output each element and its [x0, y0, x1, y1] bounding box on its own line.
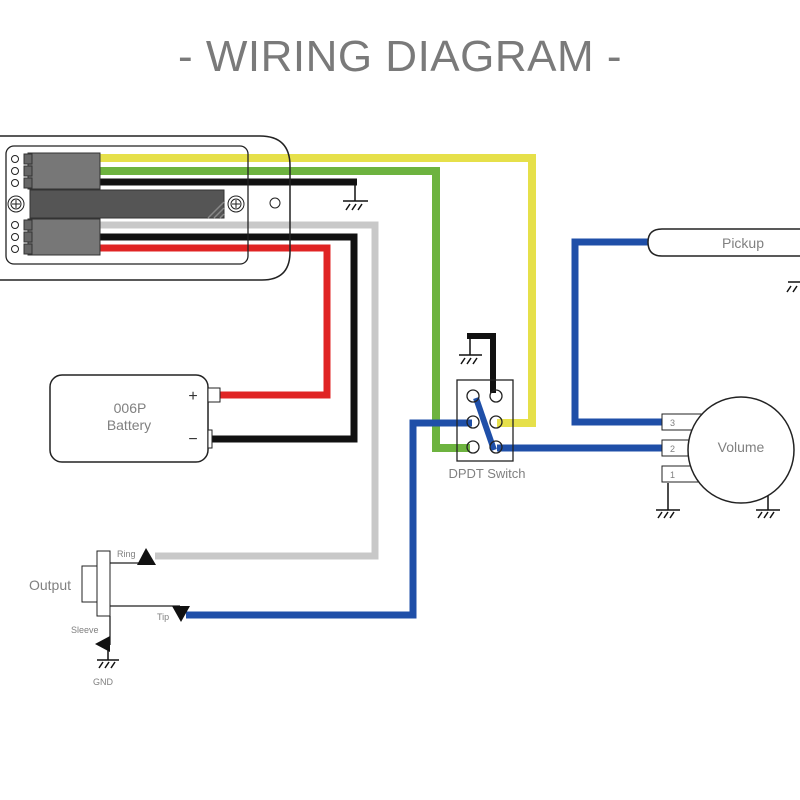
wire-green	[100, 167, 470, 452]
output-jack: Output Ring Tip Sleeve GND	[29, 548, 190, 687]
output-label: Output	[29, 577, 71, 593]
wire-blue-tip	[186, 419, 472, 619]
battery-label-line1: 006P	[114, 400, 147, 416]
wire-red	[100, 244, 331, 399]
ground-icon	[656, 483, 680, 519]
wire-black-battery	[100, 233, 358, 443]
volume-pot: 3 2 1 Volume	[661, 396, 795, 504]
gnd-label: GND	[93, 677, 114, 687]
ground-icon	[97, 645, 119, 669]
page-title: - WIRING DIAGRAM -	[177, 32, 623, 81]
sleeve-label: Sleeve	[71, 625, 99, 635]
battery: 006P Battery + −	[49, 374, 221, 463]
sleeve-terminal-icon	[95, 636, 110, 652]
volume-lug-1: 1	[670, 470, 675, 480]
wire-blue-pickup	[571, 238, 664, 426]
tip-label: Tip	[157, 612, 169, 622]
ring-label: Ring	[117, 549, 136, 559]
tip-terminal-icon	[172, 606, 190, 622]
screw-icon	[227, 195, 245, 213]
dpdt-switch: DPDT Switch	[448, 379, 526, 481]
mounting-hole	[269, 197, 281, 209]
pickup: Pickup	[647, 228, 800, 257]
ring-terminal-icon	[137, 548, 156, 565]
ground-icon	[786, 281, 800, 293]
switch-actuator	[473, 397, 497, 451]
wire-yellow	[100, 154, 536, 427]
volume-label: Volume	[718, 439, 765, 455]
ground-icon	[459, 336, 482, 365]
battery-minus-sign: −	[188, 431, 197, 448]
battery-label-line2: Battery	[107, 417, 151, 433]
volume-lug-3: 3	[670, 418, 675, 428]
preamp-module	[0, 135, 291, 281]
switch-label: DPDT Switch	[448, 466, 525, 481]
volume-lug-2: 2	[670, 444, 675, 454]
battery-plus-sign: +	[188, 388, 197, 405]
ground-icon	[756, 493, 780, 519]
wire-gray	[100, 221, 379, 560]
wire-black-switch-ground	[467, 333, 496, 393]
screw-icon	[7, 195, 25, 213]
pickup-label: Pickup	[722, 235, 764, 251]
ground-icon	[343, 182, 368, 211]
